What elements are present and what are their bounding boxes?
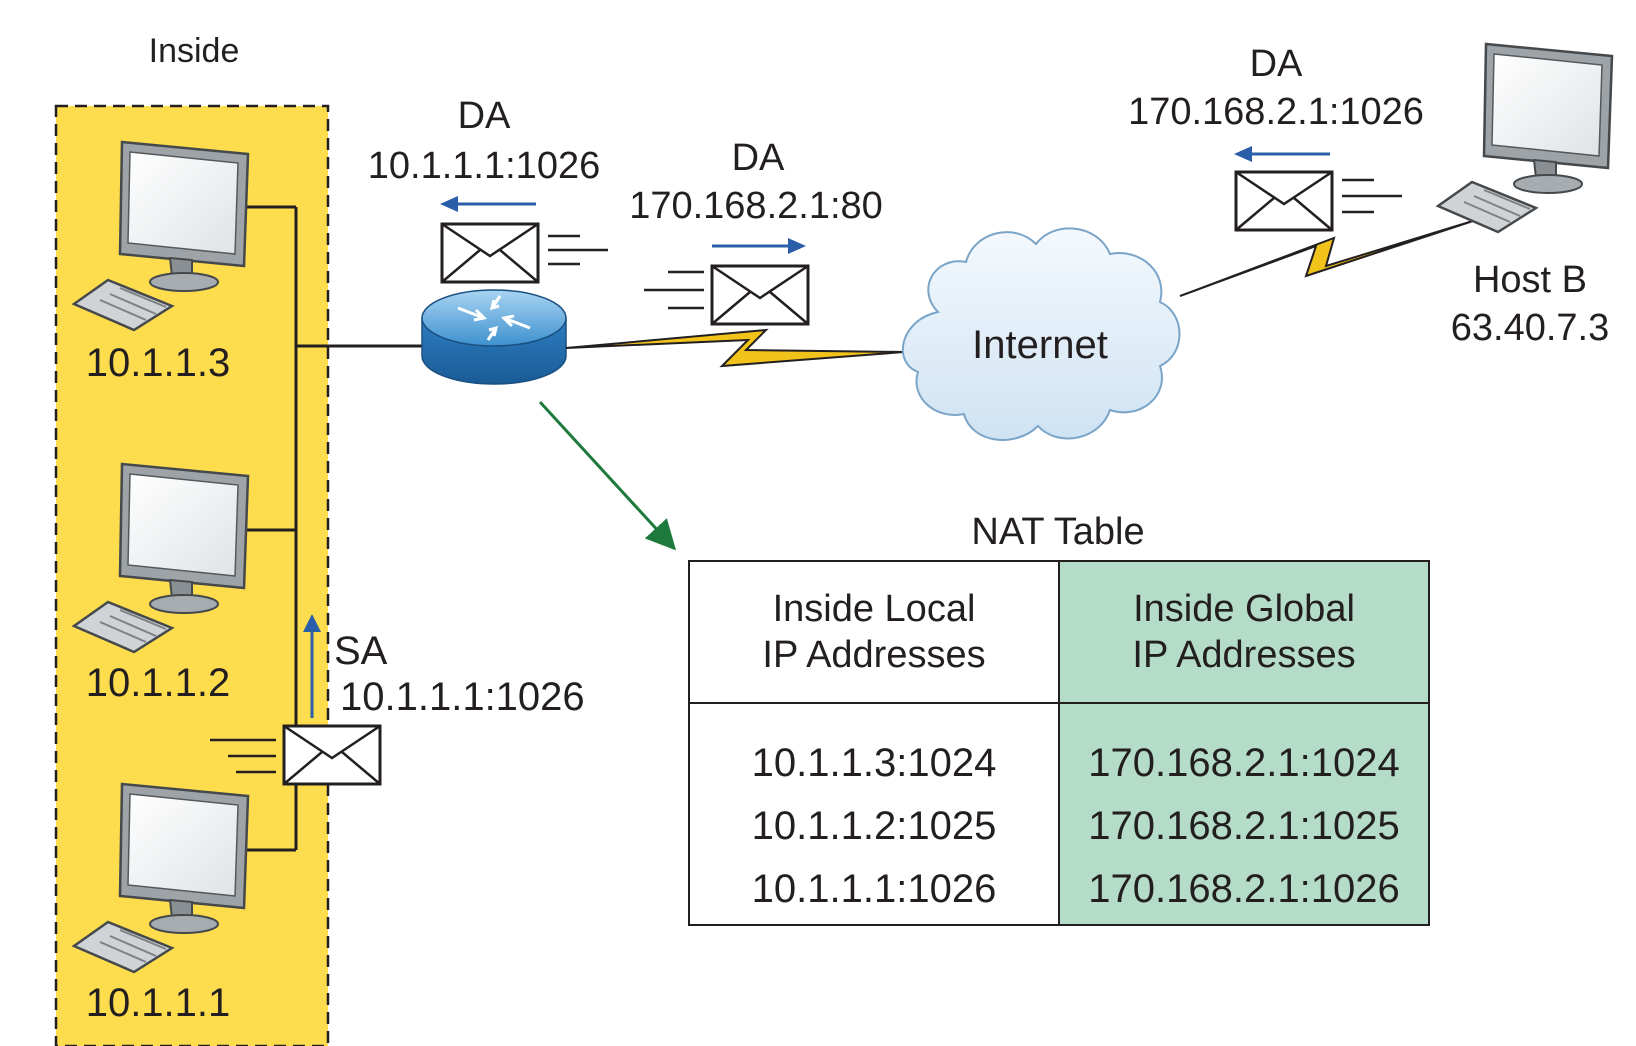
header-line: IP Addresses	[1132, 634, 1356, 676]
header-inside-global: Inside Global IP Addresses	[1060, 562, 1428, 704]
up-arrow-head	[303, 614, 321, 632]
nat-table-title: NAT Table	[971, 511, 1144, 553]
table-cell: 10.1.1.1:1026	[751, 867, 997, 911]
host-ip-label: 10.1.1.2	[86, 661, 231, 705]
da-label: DA	[732, 137, 785, 179]
table-cell: 170.168.2.1:1025	[1088, 804, 1400, 848]
host-pc-10-1-1-1: 10.1.1.1	[72, 782, 250, 1025]
host-b-packet: DA 170.168.2.1:1026	[1128, 43, 1424, 232]
sa-label: SA	[334, 629, 388, 673]
header-line: Inside Local	[772, 588, 976, 630]
inside-local-column: 10.1.1.3:1024 10.1.1.2:1025 10.1.1.1:102…	[690, 704, 1060, 924]
source-packet: SA 10.1.1.1:1026	[210, 614, 585, 786]
da-address: 170.168.2.1:80	[629, 185, 883, 227]
host-ip-label: 10.1.1.3	[86, 341, 231, 385]
internet-cloud: Internet	[901, 227, 1181, 441]
nat-table: Inside Local IP Addresses Inside Global …	[688, 560, 1430, 926]
host-b-ip: 63.40.7.3	[1451, 307, 1609, 349]
router-to-nat-arrow	[538, 400, 677, 551]
computer-icon	[1436, 42, 1614, 234]
inside-label: Inside	[149, 32, 240, 70]
envelope-icon	[1234, 170, 1334, 232]
host-ip-label: 10.1.1.1	[86, 981, 231, 1025]
router-return-packet: DA 10.1.1.1:1026	[368, 95, 608, 284]
table-cell: 10.1.1.2:1025	[751, 804, 997, 848]
inside-global-column: 170.168.2.1:1024 170.168.2.1:1025 170.16…	[1060, 704, 1428, 924]
table-cell: 10.1.1.3:1024	[751, 741, 997, 785]
host-b-name: Host B	[1473, 259, 1587, 301]
header-line: IP Addresses	[762, 634, 986, 676]
host-pc-10-1-1-2: 10.1.1.2	[72, 462, 250, 705]
header-inside-local: Inside Local IP Addresses	[690, 562, 1060, 704]
envelope-icon	[282, 724, 382, 786]
da-address: 10.1.1.1:1026	[368, 145, 600, 187]
host-b: Host B 63.40.7.3	[1436, 42, 1614, 349]
internet-label: Internet	[972, 323, 1108, 367]
table-cell: 170.168.2.1:1026	[1088, 867, 1400, 911]
table-cell: 170.168.2.1:1024	[1088, 741, 1400, 785]
sa-address: 10.1.1.1:1026	[340, 675, 585, 719]
da-label: DA	[1250, 43, 1303, 85]
header-line: Inside Global	[1133, 588, 1355, 630]
router-icon	[421, 289, 567, 385]
envelope-icon	[710, 264, 810, 326]
serial-link-router-internet	[565, 328, 905, 368]
da-label: DA	[458, 95, 511, 137]
outbound-packet: DA 170.168.2.1:80	[629, 137, 883, 326]
da-address: 170.168.2.1:1026	[1128, 91, 1424, 133]
host-pc-10-1-1-3: 10.1.1.3	[72, 140, 250, 385]
envelope-icon	[440, 222, 540, 284]
